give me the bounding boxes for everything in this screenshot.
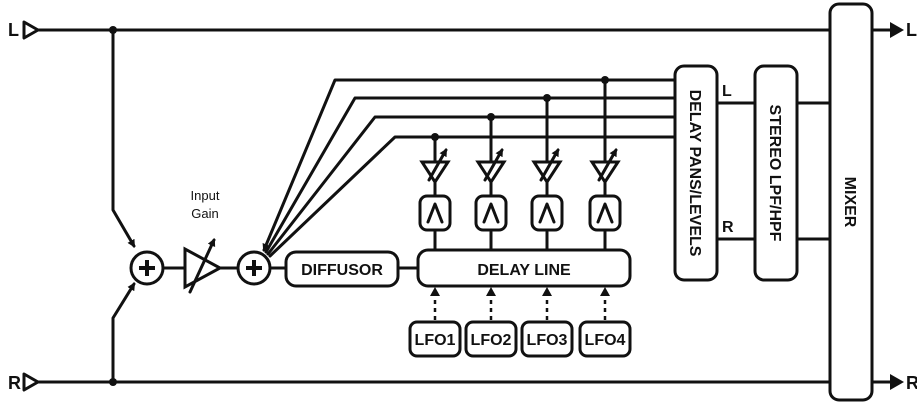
stereo-filter-block bbox=[753, 64, 799, 282]
input-gain-label-line2: Gain bbox=[191, 206, 218, 221]
diffusor-label: DIFFUSOR bbox=[301, 262, 383, 279]
input-left-label: L bbox=[8, 20, 19, 40]
delay-line-label: DELAY LINE bbox=[477, 262, 571, 279]
lfo3-mod-arrow bbox=[542, 287, 552, 296]
left-tap-wire bbox=[111, 28, 136, 248]
feedback-wire-1 bbox=[262, 78, 677, 252]
input-gain-variable-arrow bbox=[188, 238, 216, 294]
lfo4-mod-arrow bbox=[600, 287, 610, 296]
delay-tap-1 bbox=[418, 133, 452, 252]
delay-pans-label: DELAY PANS/LEVELS bbox=[686, 90, 703, 257]
lfo2-label: LFO2 bbox=[471, 332, 512, 349]
feedback-wire-4 bbox=[268, 135, 677, 258]
feedback-summer bbox=[236, 250, 272, 286]
delay-tap-2 bbox=[474, 113, 508, 252]
lfo2-block bbox=[464, 320, 518, 358]
input-left-triangle bbox=[22, 20, 40, 40]
lfo1-block bbox=[408, 320, 462, 358]
input-right-triangle bbox=[22, 372, 40, 392]
output-right-label: R bbox=[906, 373, 917, 393]
pan-left-label: L bbox=[722, 83, 732, 100]
output-right-arrow bbox=[890, 374, 904, 390]
feedback-wire-3 bbox=[266, 115, 677, 256]
right-tap-wire bbox=[111, 282, 136, 384]
output-left-arrow bbox=[890, 22, 904, 38]
pan-right-label: R bbox=[722, 219, 734, 236]
lfo4-block bbox=[578, 320, 632, 358]
output-left-label: L bbox=[906, 20, 917, 40]
input-gain-label-line1: Input bbox=[191, 188, 220, 203]
delay-tap-4 bbox=[588, 76, 622, 252]
lfo4-label: LFO4 bbox=[585, 332, 626, 349]
feedback-wire-2 bbox=[264, 96, 677, 254]
stereo-filter-label: STEREO LPF/HPF bbox=[766, 105, 783, 242]
input-right-label: R bbox=[8, 373, 21, 393]
lfo3-block bbox=[520, 320, 574, 358]
lfo1-label: LFO1 bbox=[415, 332, 456, 349]
lfo3-label: LFO3 bbox=[527, 332, 568, 349]
delay-tap-3 bbox=[530, 94, 564, 252]
lfo1-mod-arrow bbox=[430, 287, 440, 296]
delay-pans-block bbox=[673, 64, 719, 282]
lfo2-mod-arrow bbox=[486, 287, 496, 296]
mixer-label: MIXER bbox=[841, 177, 858, 228]
mixer-block bbox=[828, 2, 874, 402]
delay-line-block bbox=[416, 248, 632, 288]
input-summer bbox=[129, 250, 165, 286]
